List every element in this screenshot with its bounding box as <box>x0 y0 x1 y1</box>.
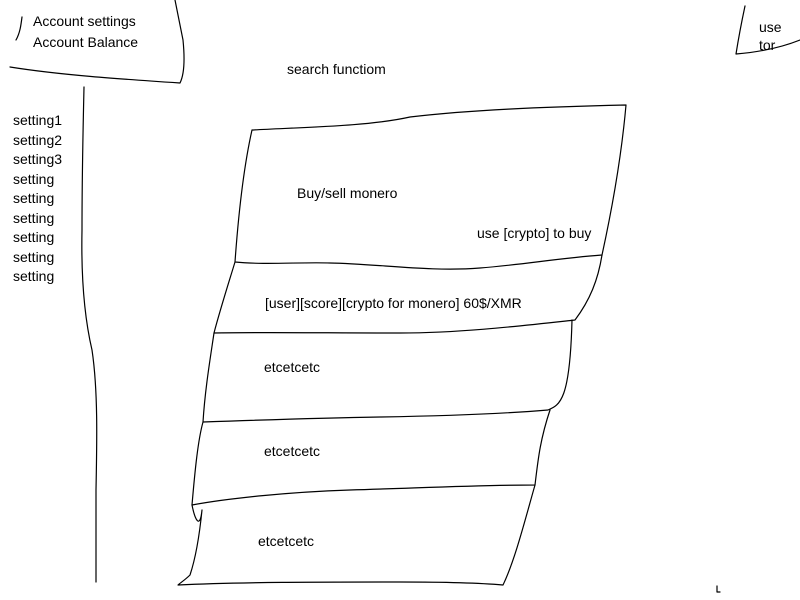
sidebar-settings: setting1 setting2 setting3 setting setti… <box>13 111 62 287</box>
sidebar-item-setting[interactable]: setting <box>13 229 55 245</box>
sidebar-item-setting3[interactable]: setting3 <box>13 151 63 167</box>
account-balance-link[interactable]: Account Balance <box>33 34 139 50</box>
account-settings-link[interactable]: Account settings <box>33 13 136 29</box>
listing-row[interactable]: etcetcetc <box>264 359 321 375</box>
sidebar-item-setting2[interactable]: setting2 <box>13 131 63 148</box>
market-header-outline <box>234 104 627 270</box>
sidebar-item-setting[interactable]: setting <box>13 268 55 284</box>
market-title: Buy/sell monero <box>297 185 398 201</box>
listing-row-2-outline <box>202 319 573 423</box>
sidebar-divider <box>81 86 98 583</box>
listing-row[interactable]: etcetcetc <box>258 533 315 549</box>
stray-mark <box>716 585 721 593</box>
sidebar-item-setting[interactable]: setting <box>13 170 55 187</box>
crypto-selector[interactable]: use [crypto] to buy <box>477 225 592 241</box>
listing-row[interactable]: etcetcetc <box>264 443 321 459</box>
listing-row-3-outline <box>191 409 551 506</box>
tor-note: use tor <box>759 19 782 53</box>
account-menu: Account settings Account Balance <box>33 11 138 53</box>
sidebar-item-setting[interactable]: setting <box>13 248 55 265</box>
listing-row-4-outline <box>177 484 536 586</box>
sidebar-item-setting[interactable]: setting <box>13 190 55 206</box>
listing-row[interactable]: [user][score][crypto for monero] 60$/XMR <box>265 295 522 311</box>
search-input[interactable]: search functiom <box>287 61 386 77</box>
sidebar-item-setting1[interactable]: setting1 <box>13 112 63 128</box>
sidebar-item-setting[interactable]: setting <box>13 209 55 226</box>
